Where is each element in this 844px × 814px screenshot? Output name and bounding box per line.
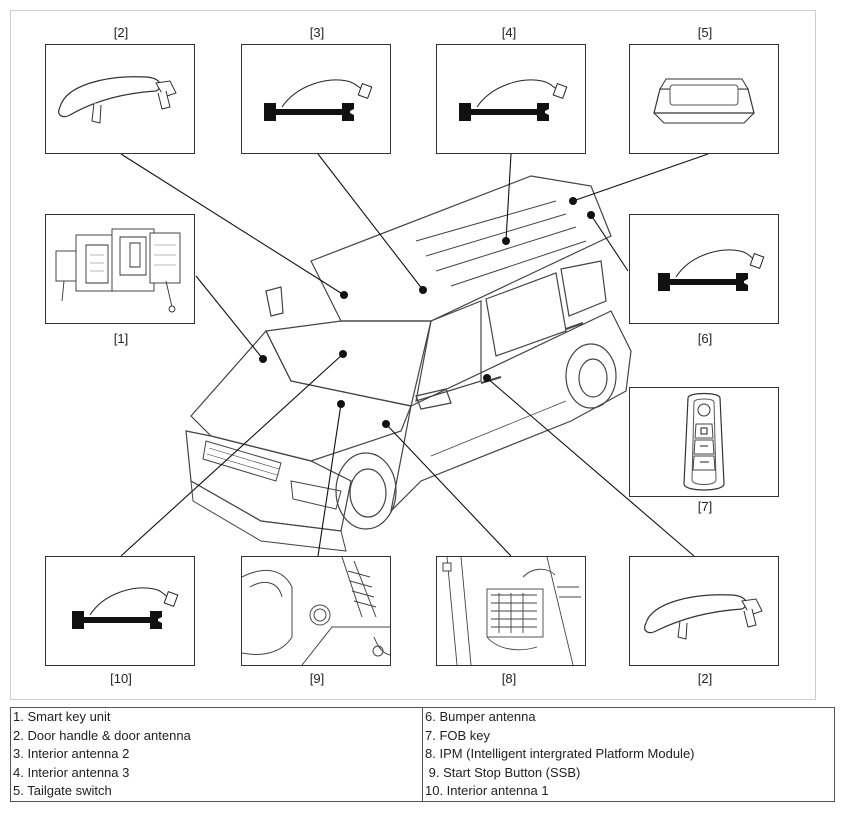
box-door-handle-top (45, 44, 195, 154)
box-bumper-antenna (629, 214, 779, 324)
dot-smart-key-unit (259, 355, 267, 363)
legend-item-6: 6. Bumper antenna (425, 709, 536, 724)
callout-9: [9] (309, 671, 325, 686)
dot-start-stop-button (337, 400, 345, 408)
box-tailgate-switch (629, 44, 779, 154)
box-interior-antenna-1 (45, 556, 195, 666)
antenna-icon (72, 587, 179, 629)
legend-right-column: 6. Bumper antenna 7. FOB key 8. IPM (Int… (422, 707, 835, 802)
legend-item-4: 4. Interior antenna 3 (13, 764, 130, 780)
callout-3: [3] (309, 25, 325, 40)
callout-4: [4] (501, 25, 517, 40)
vehicle-illustration (185, 175, 632, 552)
box-fob-key (629, 387, 779, 497)
legend-table: 1. Smart key unit 2. Door handle & door … (10, 707, 835, 802)
dot-interior-antenna-2 (419, 286, 427, 294)
box-interior-antenna-3 (436, 44, 586, 154)
callout-7: [7] (697, 499, 713, 514)
antenna-icon (658, 249, 765, 291)
start-stop-button-icon (242, 557, 390, 665)
legend-item-1: 1. Smart key unit (13, 709, 111, 724)
callout-8: [8] (501, 671, 517, 686)
door-handle-icon (58, 76, 177, 124)
legend-left-column: 1. Smart key unit 2. Door handle & door … (10, 707, 423, 802)
dot-door-handle-2 (483, 374, 491, 382)
legend-item-7: 7. FOB key (425, 727, 491, 743)
legend-item-2: 2. Door handle & door antenna (13, 727, 191, 743)
legend-row: 1. Smart key unit 2. Door handle & door … (10, 707, 835, 802)
legend-item-3: 3. Interior antenna 2 (13, 746, 130, 761)
callout-5: [5] (697, 25, 713, 40)
callout-2-top: [2] (113, 25, 129, 40)
dot-interior-antenna-1 (339, 350, 347, 358)
fob-key-icon (683, 392, 725, 491)
legend-item-5: 5. Tailgate switch (13, 783, 112, 798)
antenna-icon (264, 79, 373, 121)
dot-tailgate-switch (569, 197, 577, 205)
dot-interior-antenna-3 (502, 237, 510, 245)
component-location-diagram: [2] [3] [4] [5] [1] [6] [7] [10] [9] [8]… (10, 10, 816, 700)
tailgate-switch-icon (653, 78, 755, 124)
box-smart-key-unit (45, 214, 195, 324)
box-interior-antenna-2 (241, 44, 391, 154)
dot-door-handle (340, 291, 348, 299)
box-door-handle-bottom (629, 556, 779, 666)
callout-10: [10] (110, 671, 132, 686)
leader-lines (120, 153, 709, 557)
callout-2-bottom: [2] (697, 671, 713, 686)
antenna-icon (459, 79, 568, 121)
legend-item-9: 9. Start Stop Button (SSB) (425, 764, 581, 780)
callout-6: [6] (697, 331, 713, 346)
dot-bumper-antenna (587, 211, 595, 219)
door-handle-icon (644, 594, 763, 640)
smart-key-unit-icon (55, 228, 181, 313)
box-ipm (436, 556, 586, 666)
leader-dots (259, 197, 595, 428)
box-start-stop-button (241, 556, 391, 666)
ipm-module-icon (442, 557, 581, 665)
diagram-artwork (120, 153, 709, 557)
legend-item-10: 10. Interior antenna 1 (425, 783, 549, 798)
dot-ipm (382, 420, 390, 428)
callout-1: [1] (113, 331, 129, 346)
legend-item-8: 8. IPM (Intelligent intergrated Platform… (425, 746, 695, 761)
